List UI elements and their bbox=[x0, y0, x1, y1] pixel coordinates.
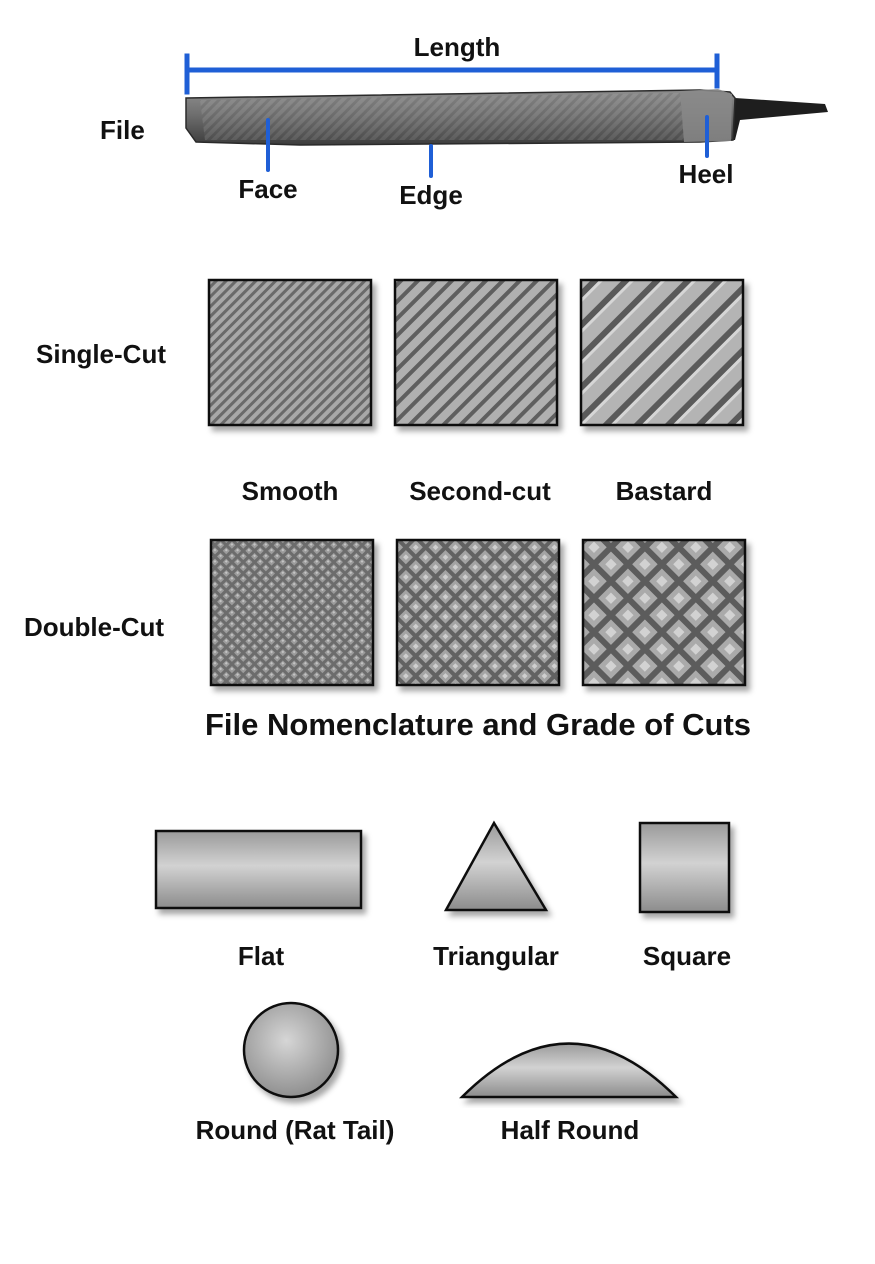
double-cut-bastard-swatch bbox=[581, 538, 747, 687]
round-label: Round (Rat Tail) bbox=[195, 1115, 395, 1145]
grade-smooth-label: Smooth bbox=[241, 476, 339, 506]
file-illustration bbox=[185, 89, 828, 146]
half-round-label: Half Round bbox=[500, 1115, 640, 1145]
square-shape bbox=[638, 821, 731, 914]
double-cut-label: Double-Cut bbox=[24, 612, 165, 642]
round-shape bbox=[242, 1001, 340, 1099]
single-cut-label: Single-Cut bbox=[36, 339, 166, 369]
flat-shape bbox=[154, 829, 363, 910]
double-cut-second-swatch bbox=[395, 538, 561, 687]
square-label: Square bbox=[642, 941, 732, 971]
grade-bastard-label: Bastard bbox=[615, 476, 713, 506]
single-cut-textures bbox=[207, 278, 745, 427]
length-label: Length bbox=[413, 32, 501, 62]
single-cut-second-swatch bbox=[393, 278, 559, 427]
flat-label: Flat bbox=[237, 941, 285, 971]
file-label: File bbox=[100, 115, 145, 145]
double-cut-smooth-swatch bbox=[209, 538, 375, 687]
edge-label: Edge bbox=[399, 180, 463, 210]
single-cut-smooth-swatch bbox=[207, 278, 373, 427]
grade-second-cut-label: Second-cut bbox=[409, 476, 551, 506]
single-cut-bastard-swatch bbox=[579, 278, 745, 427]
triangular-shape bbox=[443, 820, 549, 912]
face-label: Face bbox=[238, 174, 298, 204]
cross-section-shapes bbox=[154, 820, 731, 1099]
triangular-label: Triangular bbox=[433, 941, 559, 971]
callout-lines bbox=[266, 115, 709, 178]
length-dimension bbox=[184, 53, 720, 95]
heel-label: Heel bbox=[678, 159, 734, 189]
half-round-shape bbox=[458, 1042, 680, 1099]
page-title: File Nomenclature and Grade of Cuts bbox=[204, 707, 752, 742]
double-cut-textures bbox=[209, 538, 747, 687]
